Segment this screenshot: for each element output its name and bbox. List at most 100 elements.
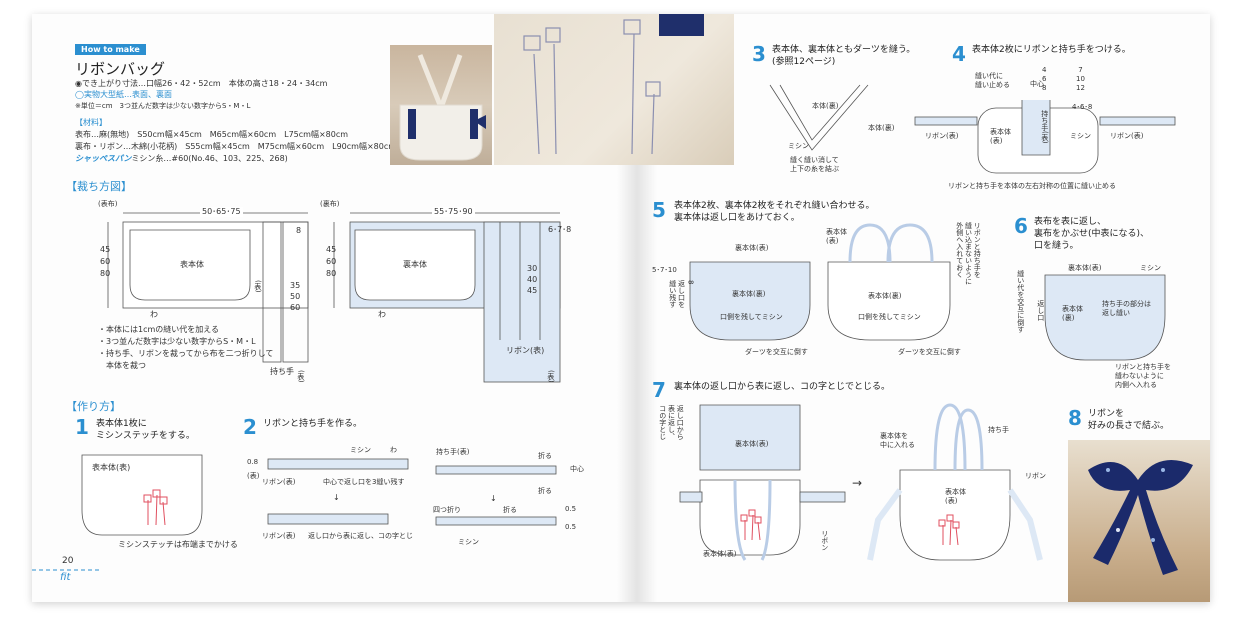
s2-wa: わ [390,446,397,454]
ribbon-cut-label: リボン(表) [506,346,545,355]
step-5-number: 5 [652,198,666,222]
step-3-number: 3 [752,42,766,66]
pattern-note: ◯実物大型紙…表面、裏面 [75,90,172,99]
flower-stitch-2 [740,509,960,546]
s5-right-note: 口側を残してミシン [858,313,921,321]
s6-ura-omote: 裏本体(表) [1068,264,1102,272]
strap-len-s: 35 [290,281,301,290]
s5-sizes: 5･7･10 [652,266,677,274]
how-to-heading: 【作り方】 [66,400,121,413]
unit-note: ※単位＝cm 3つ並んだ数字は少ない数字からS・M・L [75,102,251,110]
s7-handle: 持ち手 [988,426,1009,434]
fold-mark: わ [150,310,158,319]
footer-dash-line [32,569,102,571]
step-1-number: 1 [75,415,89,439]
s7-vertical-note: 返し口から 表に返し、 コの字とじ [658,405,685,440]
s3-ura-1: 本体(裏) [812,102,839,110]
cutting-heading: 【裁ち方図】 [66,180,132,193]
s2-fold-1: 折る [538,452,552,460]
s4-bottom-note: リボンと持ち手を本体の左右対称の位置に縫い止める [948,182,1116,190]
s5-vertical-note: リボンと持ち手を 縫い込まないように 外側へ入れておく [955,222,982,285]
s6-vertical-note: 縫い代を交互に倒す [1016,270,1025,333]
s2-ribbon-2: リボン(表) [262,532,296,540]
outer-fabric-label: (表布) [98,200,118,208]
outer-body-label: 表本体 [180,260,204,269]
lining-height-s: 45 [326,245,337,254]
s6-kaeshi: 返し口 [1036,300,1045,321]
outer-omote: (表) [253,280,262,293]
s2-fold-2: 折る [538,487,552,495]
s6-mishin: ミシン [1140,264,1161,272]
strap-width: 8 [296,226,302,235]
page-title: リボンバッグ [75,60,166,78]
s5-omote-ura: 表本体(裏) [868,292,902,300]
s2-center-note: 中心で返し口を3縫い残す [323,478,405,486]
lining-height-m: 60 [326,257,337,266]
s5-darts-1: ダーツを交互に倒す [745,348,808,356]
step-1-text: 表本体1枚に ミシンステッチをする。 [96,419,195,442]
step-7-number: 7 [652,378,666,402]
s3-mishin: ミシン [788,142,809,150]
cut-note-3: ・持ち手、リボンを裁ってから布を二つ折りして [98,349,274,358]
ribbon-omote: (表) [546,370,555,383]
s2-05-b: 0.5 [565,523,577,531]
s5-left-note: 口側を残してミシン [720,313,783,321]
lining-width: 55･75･90 [432,207,475,217]
cut-note-2: ・3つ並んだ数字は少ない数字からS・M・L [98,337,256,346]
step-2-text: リボンと持ち手を作る。 [263,419,363,429]
cutting-diagram-svg [81,212,561,536]
step-2-number: 2 [243,415,257,439]
step-6-number: 6 [1014,214,1028,238]
ribbon-photo [1068,440,1210,602]
lining-height-l: 80 [326,269,337,278]
s2-fold-3: 折る [503,506,517,514]
s7-omote: 表本体(表) [703,550,737,558]
flower-stitch [143,489,168,526]
s4-nums-2: 7 10 12 [1076,66,1085,92]
step-8-text: リボンを 好みの長さで結ぶ。 [1088,409,1170,432]
s2-mishin: ミシン [350,446,371,454]
stitch-detail-photo [494,14,734,165]
s7-arrow: → [852,476,863,490]
s6-omote-ura: 表本体 (裏) [1062,305,1083,322]
thread-text: ミシン糸…#60(No.46、103、225、268) [131,154,288,163]
strap-len-m: 50 [290,292,301,301]
s4-nums-3: 4･6･8 [1072,103,1093,111]
s5-darts-2: ダーツを交互に倒す [898,348,961,356]
s2-08: 0.8 [247,458,259,466]
step-6-text: 表布を表に返し、 裏布をかぶせ(中表になる)、 口を縫う。 [1034,217,1150,252]
lining-fabric-label: (裏布) [320,200,340,208]
s2-center: 中心 [570,465,584,473]
materials-line-1: 表布…麻(無地) S50cm幅×45cm M65cm幅×60cm L75cm幅×… [75,130,349,139]
bag-photo-art [399,54,486,161]
s4-handle: 持ち手(表) [1040,110,1049,144]
height-s: 45 [100,245,111,254]
s7-body: 表本体 (表) [945,488,966,505]
s4-note-top: 縫い代に 縫い止める [975,72,1010,89]
brand-logo-fit: fit [60,572,71,583]
materials-line-3: シャッペスパンミシン糸…#60(No.46、103、225、268) [75,154,288,164]
step-8-number: 8 [1068,406,1082,430]
step-4-number: 4 [952,42,966,66]
height-m: 60 [100,257,111,266]
s2-handle-label: 持ち手(表) [436,448,470,456]
s5-omote-omote: 表本体 (表) [826,228,847,245]
materials-line-2: 裏布・リボン…木綿(小花柄) S55cm幅×45cm M75cm幅×60cm L… [75,142,397,151]
step-3-text: 表本体、裏本体ともダーツを縫う。 (参照12ページ) [772,45,916,68]
s5-kaeshi: 8 返し口を 縫い残す [668,280,695,308]
how-to-make-tag: How to make [75,44,146,55]
step-5-text: 表本体2枚、裏本体2枚をそれぞれ縫い合わせる。 裏本体は返し口をあけておく。 [674,201,875,224]
ribbon-len-m: 40 [527,275,538,284]
s2-down-arrow: ↓ [333,493,340,502]
s3-note: 縫く縫い消して 上下の糸を結ぶ [790,156,839,173]
page-number: 20 [62,556,74,566]
s4-nums-1: 4 6 8 [1042,66,1047,92]
ribbon-len-l: 45 [527,286,538,295]
step-4-text: 表本体2枚にリボンと持ち手をつける。 [972,45,1131,55]
s2-mishin-2: ミシン [458,538,479,546]
handle-label: 持ち手 [270,367,294,376]
ribbon-len-s: 30 [527,264,538,273]
s7-ribbon-2: リボン [1025,472,1046,480]
s4-mishin: ミシン [1070,132,1091,140]
